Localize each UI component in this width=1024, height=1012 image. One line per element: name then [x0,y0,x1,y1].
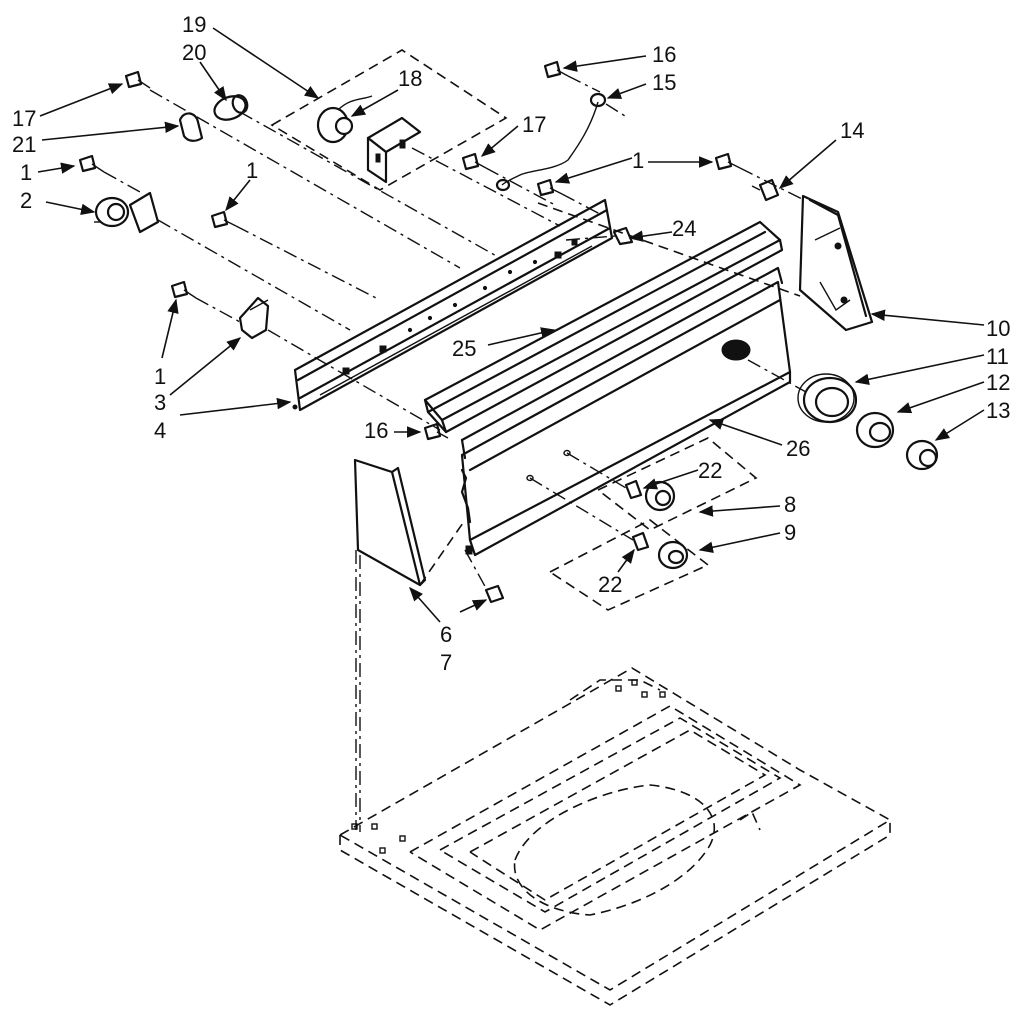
callout-8: 8 [784,492,796,517]
callout-14: 14 [840,118,864,143]
callout-17-mid: 17 [522,112,546,137]
callout-10: 10 [986,316,1010,341]
clip-part-21 [178,112,204,142]
setscrew-22a [624,479,643,500]
callout-16-top: 16 [652,42,676,67]
control-knob-9 [657,540,689,570]
callout-1-center: 1 [632,148,644,173]
callout-22-top: 22 [698,458,722,483]
callout-13: 13 [986,398,1010,423]
screw-part-16-top [543,60,569,79]
console-top-cover [423,220,784,434]
callout-19: 19 [182,12,206,37]
callout-15: 15 [652,70,676,95]
callout-labels: 19 20 17 21 1 2 1 18 16 15 17 1 14 24 25… [12,12,1010,675]
screw-part-6 [484,584,505,604]
callout-25: 25 [452,336,476,361]
callout-1-left: 1 [20,160,32,185]
callout-4: 4 [154,418,166,443]
group-box-8 [596,437,758,531]
screw-part-17-mid [461,152,487,171]
callout-7: 7 [440,650,452,675]
callout-12: 12 [986,370,1010,395]
callout-16-low: 16 [364,418,388,443]
screw-part-17-top [124,70,151,89]
assembly-lines [103,75,807,832]
callout-18: 18 [398,66,422,91]
callout-2: 2 [20,188,32,213]
screw-part-1-right [714,152,741,171]
callout-9: 9 [784,520,796,545]
cabinet-top-outline [339,667,892,1006]
console-front-panel [460,266,792,557]
terminal-block-part-3 [238,296,270,340]
timer-knob-ring [797,373,858,424]
group-box-19 [270,49,508,191]
callout-22-bottom: 22 [598,572,622,597]
callout-3: 3 [154,390,166,415]
callout-21: 21 [12,132,36,157]
screw-part-1-center [536,178,563,197]
motor-part-18 [316,95,373,144]
callout-1-low: 1 [154,364,166,389]
console-end-cap [353,458,466,587]
callout-17-top: 17 [12,106,36,131]
capacitor-part-20 [213,94,249,121]
callout-leaders [37,27,985,623]
pressure-switch-part-2 [94,191,160,234]
ground-wire-part-15 [495,92,607,192]
screw-part-1-left [78,154,105,173]
setscrew-22b [631,531,650,552]
callout-11: 11 [986,344,1009,369]
callout-6: 6 [440,622,452,647]
right-end-cap [798,194,874,332]
timer-knob-skirt [855,411,895,449]
timer-knob [905,439,939,471]
bracket-part-18 [366,116,422,184]
group-box-9 [548,519,710,611]
console-back-panel [292,198,614,412]
callout-24: 24 [672,216,696,241]
screw-part-1-mid [210,210,237,229]
callout-1-mid: 1 [246,158,258,183]
callout-20: 20 [182,40,206,65]
callout-26: 26 [786,436,810,461]
small-switch-part-14 [751,178,780,202]
screw-part-1-low [170,280,197,299]
